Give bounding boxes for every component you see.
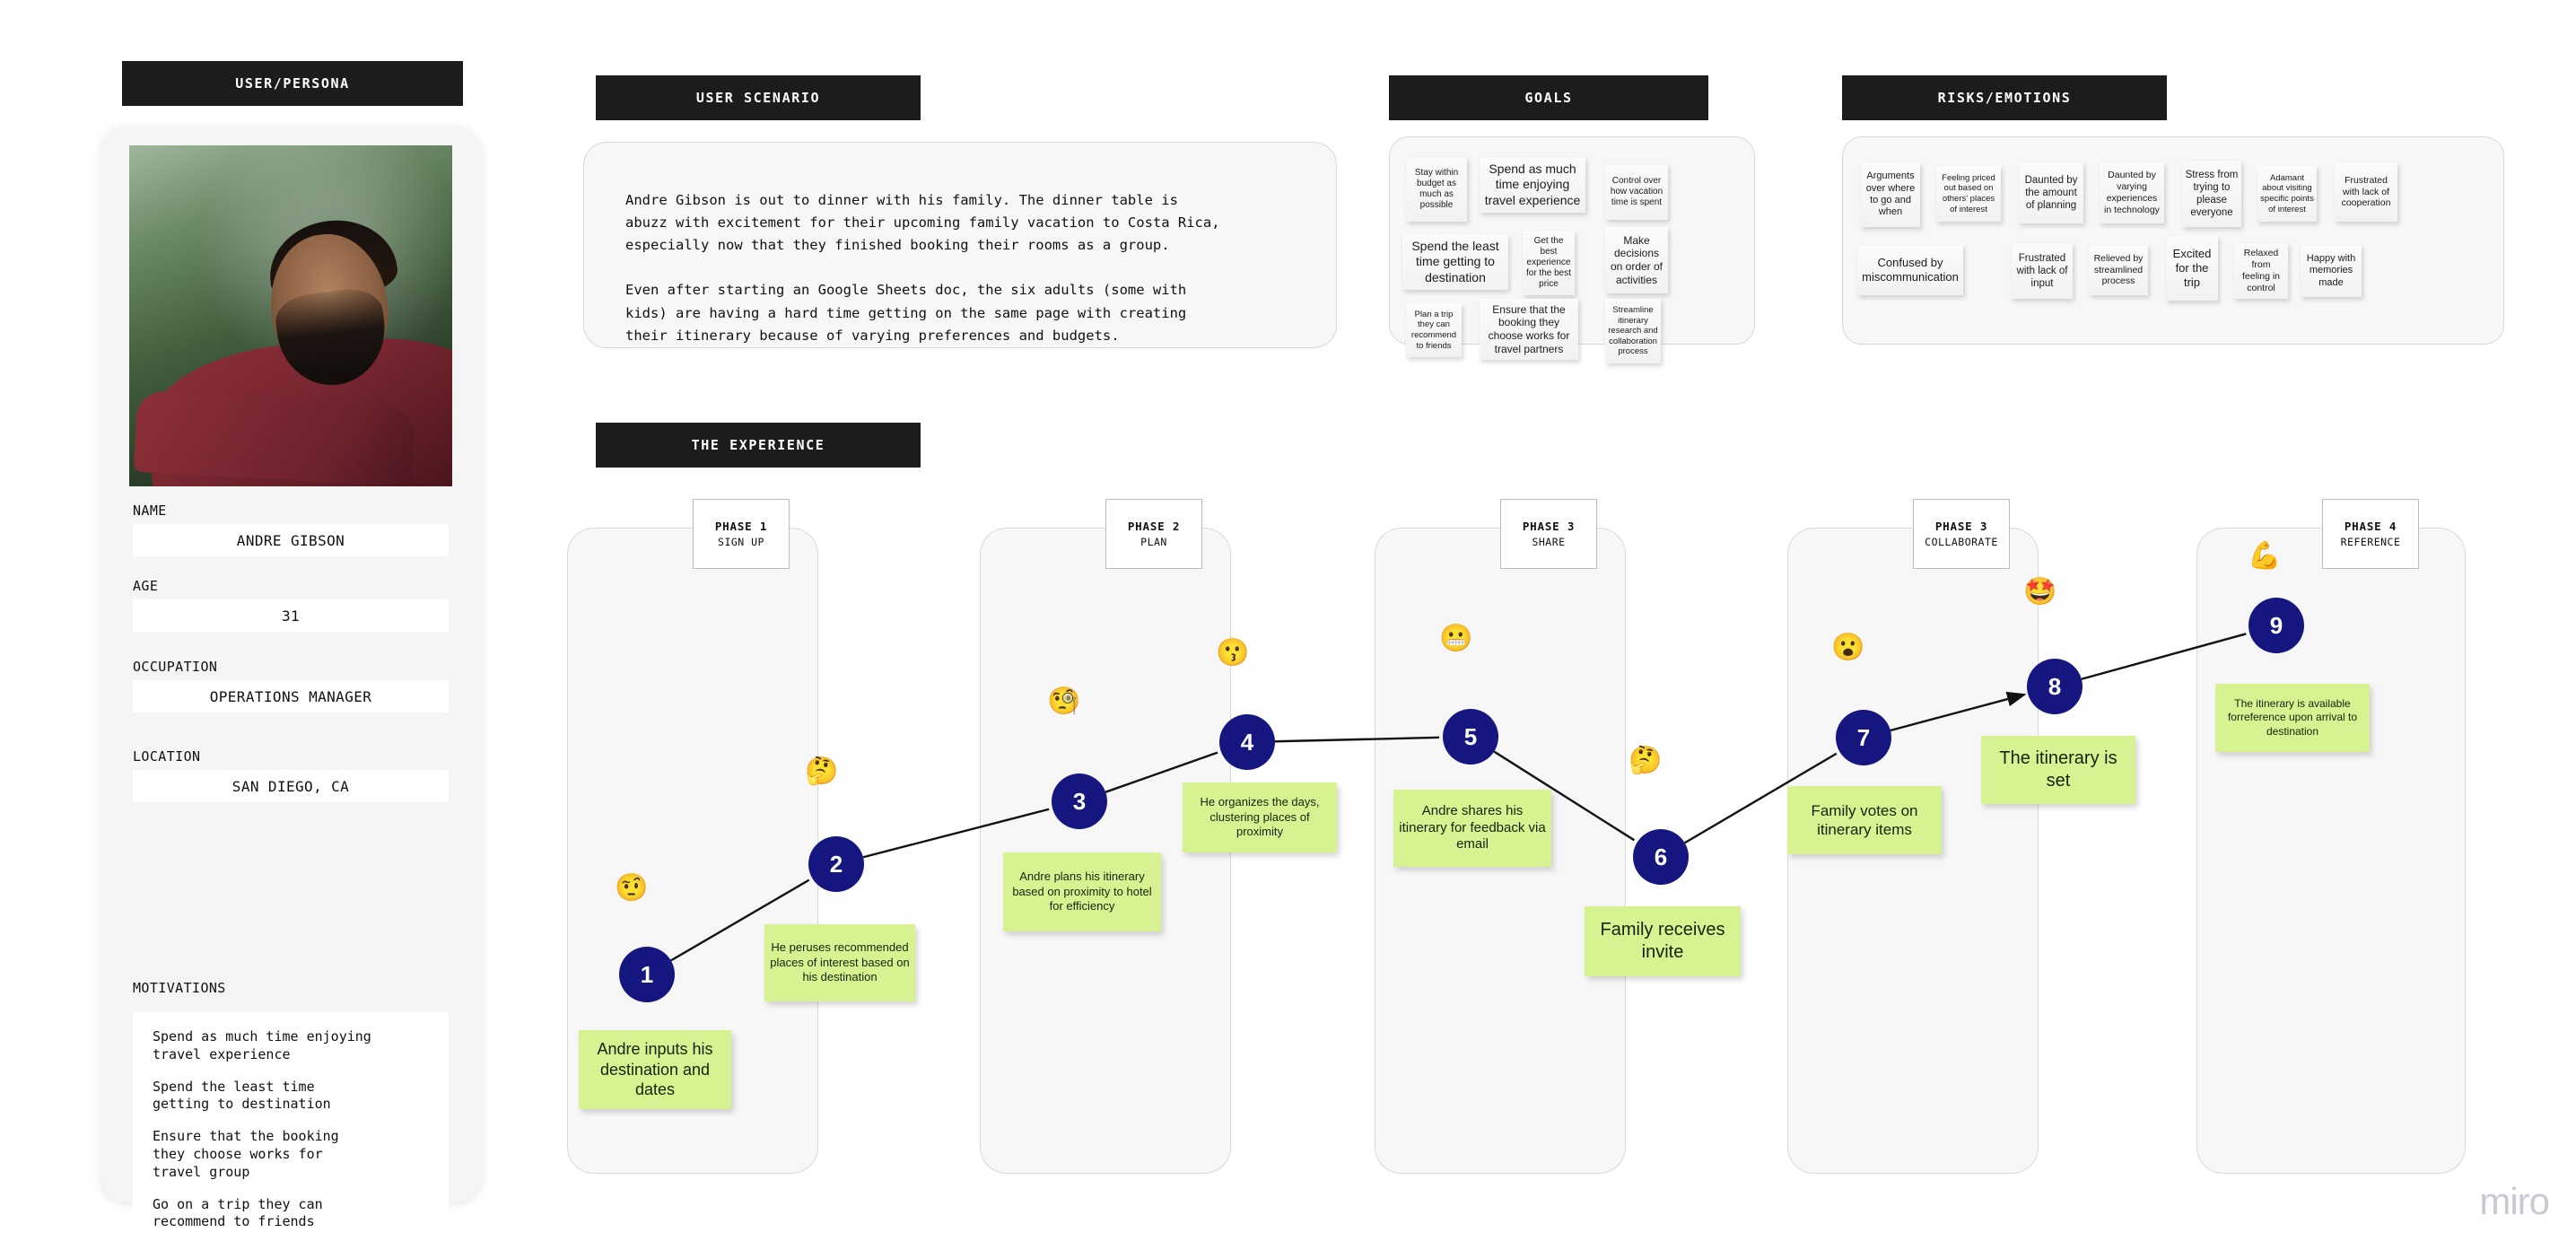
phase-tag-name: PLAN (1140, 536, 1167, 548)
section-header-goals: GOALS (1389, 75, 1708, 120)
journey-step-1[interactable]: 1 (619, 947, 675, 1002)
section-header-experience-label: THE EXPERIENCE (691, 437, 825, 453)
persona-photo (129, 145, 452, 486)
field-value-occupation[interactable]: OPERATIONS MANAGER (133, 680, 449, 712)
journey-step-4[interactable]: 4 (1219, 714, 1275, 770)
risk-sticky-note[interactable]: Daunted by varying experiences in techno… (2100, 162, 2164, 223)
risk-sticky-note[interactable]: Relaxed from feeling in control (2234, 243, 2288, 299)
field-value-location[interactable]: SAN DIEGO, CA (133, 770, 449, 802)
motivation-item: Spend the least time getting to destinat… (153, 1078, 331, 1113)
journey-step-9[interactable]: 9 (2249, 598, 2304, 653)
risk-sticky-note[interactable]: Adamant about visiting specific points o… (2257, 166, 2317, 222)
face-with-open-mouth-icon: 😮 (1831, 633, 1865, 662)
field-label-motivations: MOTIVATIONS (133, 980, 226, 996)
journey-step-2[interactable]: 2 (808, 836, 864, 892)
section-header-scenario: USER SCENARIO (596, 75, 921, 120)
goal-sticky-note[interactable]: Get the best experience for the best pri… (1523, 231, 1575, 295)
face-with-monocle-icon: 🧐 (1047, 686, 1081, 716)
goal-sticky-note[interactable]: Spend the least time getting to destinat… (1402, 234, 1508, 290)
journey-step-note[interactable]: Family votes on itinerary items (1787, 786, 1942, 854)
journey-step-note[interactable]: He organizes the days, clustering places… (1183, 782, 1337, 852)
section-header-risks: RISKS/EMOTIONS (1842, 75, 2167, 120)
phase-tag[interactable]: PHASE 2 PLAN (1105, 499, 1202, 569)
persona-card: NAME ANDRE GIBSON AGE 31 OCCUPATION OPER… (100, 126, 482, 1250)
field-label-occupation: OCCUPATION (133, 659, 218, 675)
journey-step-note[interactable]: He peruses recommended places of interes… (764, 924, 915, 1001)
field-label-name: NAME (133, 503, 167, 519)
phase-tag[interactable]: PHASE 1 SIGN UP (693, 499, 790, 569)
phase-tag-number: PHASE 1 (714, 520, 768, 533)
phase-tag[interactable]: PHASE 3 COLLABORATE (1913, 499, 2010, 569)
phase-tag[interactable]: PHASE 3 SHARE (1500, 499, 1597, 569)
risk-sticky-note[interactable]: Confused by miscommunication (1857, 245, 1963, 295)
section-header-goals-label: GOALS (1524, 90, 1573, 106)
field-value-age[interactable]: 31 (133, 599, 449, 632)
scenario-panel: Andre Gibson is out to dinner with his f… (583, 142, 1337, 348)
section-header-scenario-label: USER SCENARIO (695, 90, 821, 106)
star-struck-face-icon: 🤩 (2023, 577, 2057, 607)
thinking-face-icon: 🤔 (805, 756, 839, 786)
risk-sticky-note[interactable]: Daunted by the amount of planning (2019, 162, 2083, 223)
motivation-item: Spend as much time enjoying travel exper… (153, 1028, 371, 1062)
flexed-biceps-icon: 💪 (2248, 541, 2282, 571)
risk-sticky-note[interactable]: Relieved by streamlined process (2089, 245, 2148, 295)
risk-sticky-note[interactable]: Excited for the trip (2166, 236, 2218, 301)
field-label-age: AGE (133, 578, 159, 594)
journey-step-note[interactable]: Family receives invite (1585, 906, 1741, 976)
grimacing-face-icon: 😬 (1439, 624, 1473, 653)
goal-sticky-note[interactable]: Control over how vacation time is spent (1605, 164, 1668, 220)
risk-sticky-note[interactable]: Stress from trying to please everyone (2182, 161, 2241, 227)
phase-tag-name: SIGN UP (718, 536, 764, 548)
phase-tag-name: SHARE (1532, 536, 1566, 548)
journey-step-8[interactable]: 8 (2027, 659, 2083, 714)
motivations-list: Spend as much time enjoying travel exper… (133, 1012, 449, 1250)
risk-sticky-note[interactable]: Happy with memories made (2301, 245, 2362, 297)
field-value-name[interactable]: ANDRE GIBSON (133, 524, 449, 556)
phase-tag-number: PHASE 2 (1127, 520, 1181, 533)
phase-tag-name: REFERENCE (2340, 536, 2401, 548)
risks-panel: Arguments over where to go and when Feeli… (1842, 136, 2504, 345)
risk-sticky-note[interactable]: Frustrated with lack of input (2012, 243, 2073, 299)
journey-step-note[interactable]: Andre shares his itinerary for feedback … (1393, 790, 1551, 867)
goal-sticky-note[interactable]: Make decisions on order of activities (1605, 227, 1668, 293)
motivation-item: Go on a trip they can recommend to frien… (153, 1195, 323, 1230)
phase-tag-name: COLLABORATE (1925, 536, 1998, 548)
journey-step-6[interactable]: 6 (1633, 829, 1689, 885)
raised-eyebrow-face-icon: 🤨 (615, 873, 649, 903)
phase-tag-number: PHASE 3 (1934, 520, 1988, 533)
kissing-face-icon: 😗 (1216, 638, 1250, 668)
goal-sticky-note[interactable]: Stay within budget as much as possible (1406, 157, 1467, 222)
section-header-persona-label: USER/PERSONA (235, 75, 350, 92)
journey-step-5[interactable]: 5 (1443, 709, 1498, 765)
journey-step-note[interactable]: The itinerary is available forreference … (2215, 684, 2370, 752)
goal-sticky-note[interactable]: Plan a trip they can recommend to friend… (1406, 303, 1462, 357)
section-header-experience: THE EXPERIENCE (596, 423, 921, 468)
risk-sticky-note[interactable]: Feeling priced out based on others' plac… (1936, 166, 2001, 222)
journey-step-note[interactable]: The itinerary is set (1981, 736, 2135, 804)
scenario-text: Andre Gibson is out to dinner with his f… (625, 192, 1220, 344)
section-header-risks-label: RISKS/EMOTIONS (1937, 90, 2072, 106)
phase-tag[interactable]: PHASE 4 REFERENCE (2322, 499, 2419, 569)
journey-step-7[interactable]: 7 (1836, 710, 1891, 765)
goal-sticky-note[interactable]: Spend as much time enjoying travel exper… (1480, 157, 1585, 213)
section-header-persona: USER/PERSONA (122, 61, 463, 106)
thinking-face-icon: 🤔 (1629, 746, 1663, 775)
phase-tag-number: PHASE 3 (1522, 520, 1576, 533)
phase-tag-number: PHASE 4 (2344, 520, 2397, 533)
journey-step-note[interactable]: Andre plans his itinerary based on proxi… (1003, 852, 1161, 931)
phase-column (2196, 528, 2466, 1174)
goal-sticky-note[interactable]: Ensure that the booking they choose work… (1480, 299, 1578, 360)
goal-sticky-note[interactable]: Streamline itinerary research and collab… (1605, 299, 1661, 363)
risk-sticky-note[interactable]: Frustrated with lack of cooperation (2335, 162, 2397, 222)
miro-watermark: miro (2479, 1180, 2550, 1222)
risk-sticky-note[interactable]: Arguments over where to go and when (1861, 162, 1920, 227)
journey-step-note[interactable]: Andre inputs his destination and dates (579, 1030, 731, 1109)
photo-arm (134, 390, 415, 486)
field-label-location: LOCATION (133, 748, 201, 765)
journey-step-3[interactable]: 3 (1052, 774, 1107, 829)
motivation-item: Ensure that the booking they choose work… (153, 1128, 339, 1180)
